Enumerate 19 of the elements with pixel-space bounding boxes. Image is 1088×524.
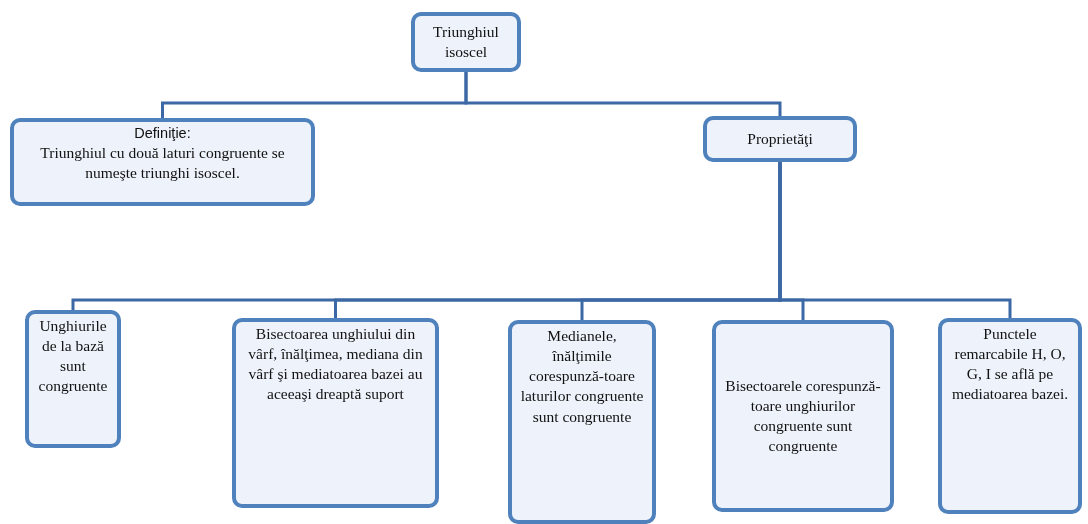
box-text: Unghiurile de la bază sunt congruente <box>37 316 109 397</box>
concept-box <box>712 320 894 512</box>
box-text: Triunghiul cu două laturi congruente se numeşte triunghi isoscel. <box>39 142 286 183</box>
box-text: Proprietăţi <box>747 128 813 149</box>
concept-box <box>703 116 857 162</box>
connector-line <box>464 72 782 116</box>
box-text: Triunghiul isoscel <box>432 21 500 62</box>
box-text: Punctele remarcabile H, O, G, I se află pe mediatoarea bazei. <box>950 324 1070 405</box>
concept-box <box>10 118 315 206</box>
box-text: Bisectoarea unghiului din vârf, înălţimea, mediana din vârf şi mediatoarea bazei au aceeaşi dreaptă suport <box>247 324 424 405</box>
connector-line <box>778 162 1012 318</box>
concept-box <box>232 318 439 508</box>
concept-box <box>938 318 1082 514</box>
box-heading: Definiţie: <box>134 124 191 143</box>
concept-box <box>508 320 656 524</box>
concept-box <box>411 12 521 72</box>
concept-box <box>25 310 121 448</box>
box-text: Medianele, înălţimile corespunză-toare laturilor congruente sunt congruente <box>519 326 645 427</box>
box-text: Bisectoarele corespunză-toare unghiurilor congruente sunt congruente <box>724 375 882 457</box>
